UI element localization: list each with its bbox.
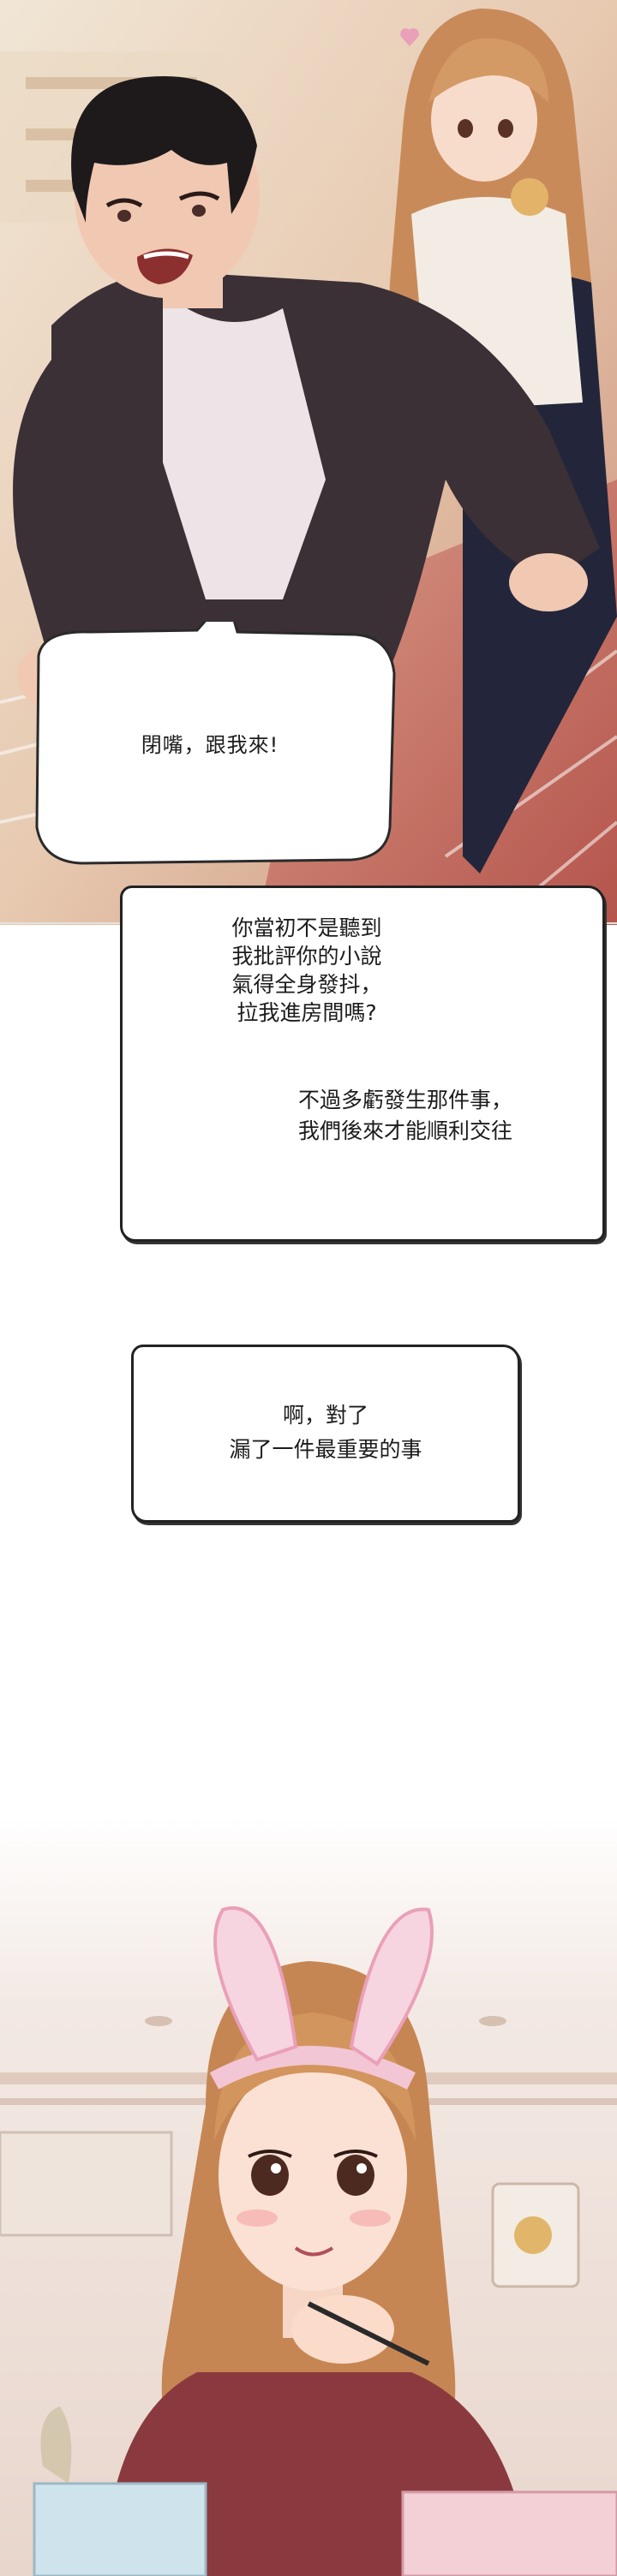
speech-bubble-shape [35,622,396,865]
speech-bubble-text: 閉嘴，跟我來! [141,733,279,757]
narration-text-1a: 你當初不是聽到 我批評你的小說 氣得全身發抖， 拉我進房間嗎? [231,915,382,1025]
narration-text-1b: 不過多虧發生那件事， 我們後來才能順利交往 [297,1088,512,1143]
panel-1-illustration [0,0,617,925]
comic-panel-1: 閉嘴，跟我來! [0,0,617,925]
box-right [401,2490,617,2576]
bunny-ear-left [213,1906,298,2062]
comic-panel-2 [0,1816,617,2576]
panel-2-illustration [0,1816,617,2576]
narration-box-2: 啊，對了 漏了一件最重要的事 [131,1345,520,1523]
bunny-ear-right [349,1907,434,2066]
air-conditioner [0,2131,173,2237]
narration-text-2: 啊，對了 漏了一件最重要的事 [229,1403,422,1462]
narration-box-1: 你當初不是聽到 我批評你的小說 氣得全身發抖， 拉我進房間嗎? 不過多虧發生那件… [120,886,605,1242]
heart-icon [400,28,419,46]
box-left [33,2482,207,2576]
speech-bubble: 閉嘴，跟我來! [13,622,407,870]
pen [307,2301,430,2366]
